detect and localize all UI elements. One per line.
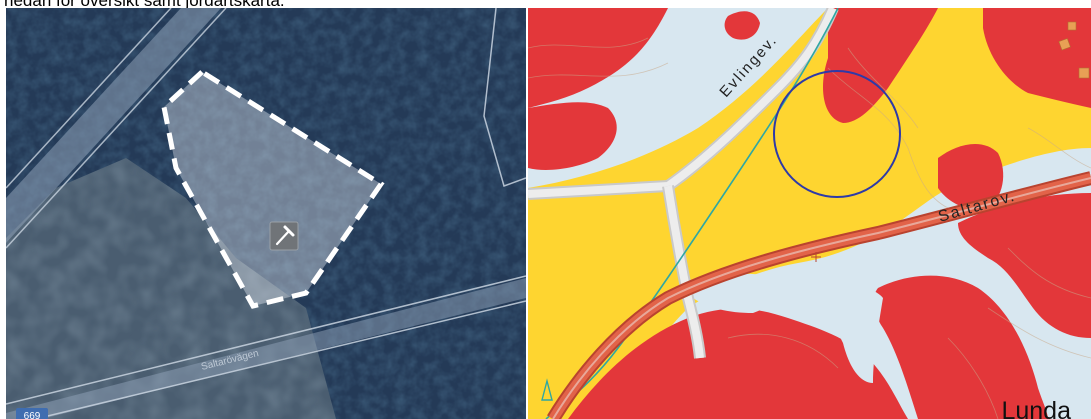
property-boundary (483, 8, 526, 187)
building-markers (1058, 21, 1090, 79)
road-shield-number: 669 (24, 411, 41, 419)
soil-type-map[interactable]: Evlingev. Saltarov. Lunda (528, 8, 1091, 419)
bedrock-area-east (958, 193, 1091, 338)
road-evlingevagen (6, 8, 221, 243)
point-marker (811, 252, 821, 262)
bedrock-area-nw (528, 8, 668, 108)
soil-map-canvas: Evlingev. Saltarov. (528, 8, 1091, 419)
bedrock-area-south (568, 308, 908, 419)
place-label-lunda: Lunda (1001, 397, 1071, 419)
aerial-photo-canvas: Saltarövägen 669 (6, 8, 526, 419)
aerial-photo-map[interactable]: Saltarövägen 669 (6, 8, 526, 419)
contour-lines (528, 37, 1091, 419)
bedrock-area-north (823, 8, 938, 123)
study-area-circle[interactable] (773, 70, 901, 198)
road-saltarovagen (6, 278, 526, 419)
sand-area (528, 8, 1091, 419)
road-shield-badge: 669 (16, 408, 48, 419)
hammer-icon[interactable] (269, 221, 299, 251)
study-area-polygon[interactable] (161, 68, 385, 309)
caption-text: nedan för översikt samt jordartskarta. (4, 0, 285, 10)
